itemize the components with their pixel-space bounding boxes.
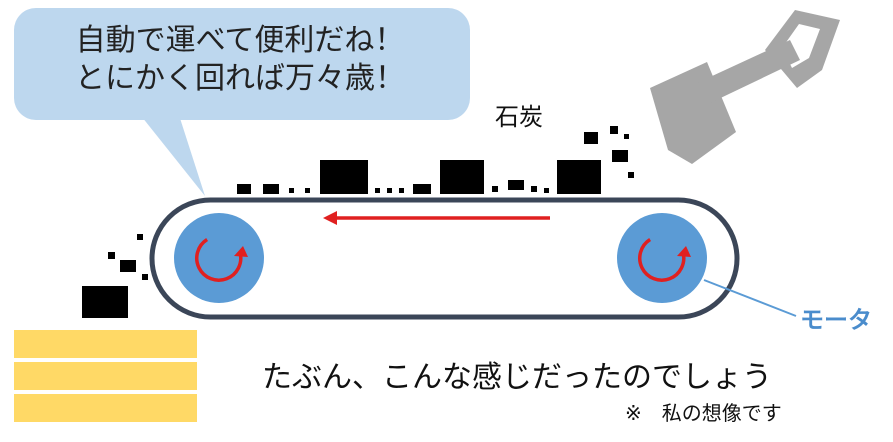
coal-chunk <box>413 184 431 194</box>
coal-chunk <box>305 188 310 193</box>
coal-chunk <box>387 188 392 193</box>
coal-chunk <box>137 234 143 240</box>
coal-chunk <box>289 188 294 193</box>
coal-chunk <box>263 184 279 194</box>
coal-chunk <box>237 184 251 194</box>
right-rotation-arrowhead <box>677 246 691 257</box>
coal-chunk <box>531 186 537 192</box>
right-rotation-arrow <box>638 238 686 282</box>
motor-label: モータ <box>800 306 872 334</box>
coal-chunk <box>492 186 498 192</box>
coal-chunk <box>508 180 524 190</box>
coal-chunk <box>584 132 598 144</box>
caption: たぶん、こんな感じだったのでしょう <box>262 360 772 395</box>
coal-chunk <box>624 134 629 139</box>
coal-chunk <box>440 160 484 194</box>
left-rotation-arrow <box>195 238 243 282</box>
coal-chunk <box>399 188 404 193</box>
coal-chunk <box>120 260 136 272</box>
note: ※ 私の想像です <box>625 401 782 425</box>
right-pulley <box>617 213 707 303</box>
speech-line-2: とにかく回れば万々歳！ <box>75 61 405 96</box>
coal-chunk <box>610 126 618 134</box>
left-rotation-arrowhead <box>234 246 248 257</box>
coal-chunk <box>544 188 549 193</box>
coal-chunk <box>557 160 601 194</box>
speech-bubble-text: 自動で運べて便利だね！ とにかく回れば万々歳！ <box>50 22 430 98</box>
coal-chunk <box>375 188 380 193</box>
coal-chunk <box>82 286 128 318</box>
coal-chunk <box>320 160 368 194</box>
coal-pile <box>14 330 197 422</box>
coal-chunk <box>628 172 634 178</box>
left-pulley <box>174 213 264 303</box>
coal-label: 石炭 <box>495 103 543 131</box>
motor-leader-line <box>703 279 797 317</box>
coal-chunk <box>612 150 628 162</box>
speech-bubble <box>14 8 470 196</box>
speech-line-1: 自動で運べて便利だね！ <box>75 23 405 58</box>
shovel-icon <box>650 10 840 164</box>
coal-chunks <box>82 126 634 318</box>
coal-chunk <box>108 252 115 259</box>
conveyor-belt <box>149 197 740 320</box>
coal-chunk <box>142 274 148 280</box>
